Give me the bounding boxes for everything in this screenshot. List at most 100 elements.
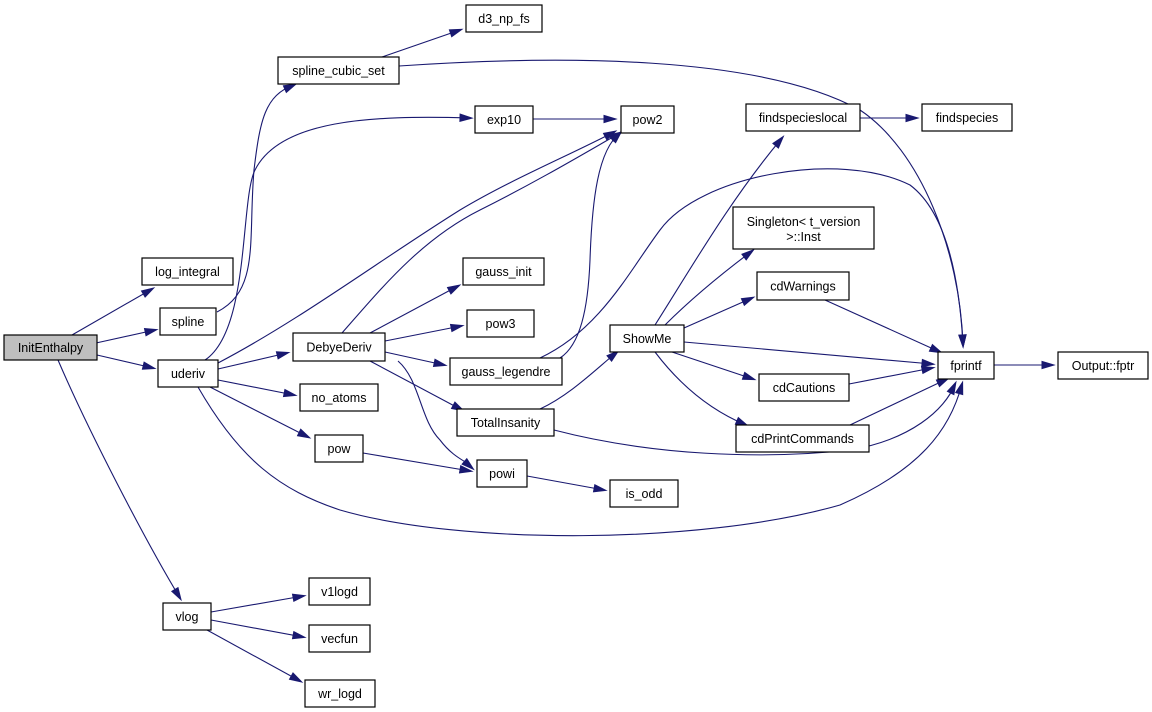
edge-gauss-legendre-to-fprintf <box>539 168 967 359</box>
edge-line <box>384 325 462 342</box>
edge-uderiv-to-exp10 <box>204 113 474 361</box>
arrowhead <box>603 114 618 124</box>
node-findspecieslocal[interactable]: findspecieslocal <box>745 103 861 132</box>
edge-line <box>398 59 964 346</box>
edge-line <box>209 386 309 438</box>
node-spline[interactable]: spline <box>159 307 217 336</box>
node-box <box>314 434 364 463</box>
edge-debyederiv-to-powi <box>397 360 475 471</box>
edge-vlog-to-v1logd <box>210 593 307 613</box>
node-box <box>3 334 98 361</box>
node-cdcautions[interactable]: cdCautions <box>758 373 850 402</box>
node-pow3[interactable]: pow3 <box>466 309 535 338</box>
node-box <box>735 424 870 453</box>
node-totalinsanity[interactable]: TotalInsanity <box>456 408 555 437</box>
node-log-integral[interactable]: log_integral <box>141 257 234 286</box>
node-fprintf[interactable]: fprintf <box>937 351 995 380</box>
node-box <box>921 103 1013 132</box>
arrowhead <box>448 28 464 38</box>
edge-line <box>654 137 783 326</box>
arrowhead <box>282 83 298 94</box>
edge-uderiv-to-pow <box>209 386 312 439</box>
node-box <box>462 257 545 286</box>
node-v1logd[interactable]: v1logd <box>308 577 371 606</box>
node-output-fptr[interactable]: Output::fptr <box>1057 351 1149 380</box>
node-is-odd[interactable]: is_odd <box>609 479 679 508</box>
edge-gauss-legendre-to-pow2 <box>559 130 623 359</box>
node-label: pow2 <box>633 113 663 127</box>
edge-line <box>848 367 933 385</box>
node-box <box>159 307 217 336</box>
edge-line <box>71 288 153 336</box>
node-d3-np-fs[interactable]: d3_np_fs <box>465 4 543 33</box>
arrowhead <box>458 465 474 474</box>
node-findspecies[interactable]: findspecies <box>921 103 1013 132</box>
edge-line <box>553 383 956 456</box>
node-label: exp10 <box>487 113 521 127</box>
node-gauss-init[interactable]: gauss_init <box>462 257 545 286</box>
node-vlog[interactable]: vlog <box>162 602 212 631</box>
node-showme[interactable]: ShowMe <box>609 324 685 353</box>
edge-spline-to-spline-cubic-set <box>216 83 298 313</box>
node-box <box>476 459 528 488</box>
node-label: cdPrintCommands <box>751 432 854 446</box>
node-box <box>157 359 219 388</box>
node-label: findspecieslocal <box>759 111 847 125</box>
node-label: findspecies <box>936 111 999 125</box>
node-no-atoms[interactable]: no_atoms <box>299 383 379 412</box>
arrowhead <box>592 483 608 493</box>
edge-line <box>671 351 754 380</box>
node-label: wr_logd <box>317 687 362 701</box>
edge-line <box>664 250 753 326</box>
node-label: vecfun <box>321 632 358 646</box>
node-label: gauss_legendre <box>462 365 551 379</box>
node-box <box>937 351 995 380</box>
node-pow[interactable]: pow <box>314 434 364 463</box>
node-wr-logd[interactable]: wr_logd <box>304 679 376 708</box>
node-singleton[interactable]: Singleton< t_version>::Inst <box>732 206 875 250</box>
edge-line <box>216 84 295 313</box>
node-powi[interactable]: powi <box>476 459 528 488</box>
node-cdprintcommands[interactable]: cdPrintCommands <box>735 424 870 453</box>
edge-uderiv-to-debyederiv <box>217 351 291 370</box>
edge-showme-to-findspecieslocal <box>654 135 785 326</box>
node-label: ShowMe <box>623 332 672 346</box>
node-label: Output::fptr <box>1072 359 1135 373</box>
node-label: pow3 <box>486 317 516 331</box>
node-box <box>299 383 379 412</box>
node-gauss-legendre[interactable]: gauss_legendre <box>449 357 563 386</box>
arrowhead <box>921 358 936 368</box>
edge-showme-to-cdwarnings <box>683 296 756 329</box>
node-exp10[interactable]: exp10 <box>474 105 534 134</box>
node-pow2[interactable]: pow2 <box>620 105 675 134</box>
arrowhead <box>1041 360 1056 370</box>
arrowhead <box>291 630 307 640</box>
edge-line <box>559 132 621 359</box>
edge-spline-cubic-set-to-fprintf <box>398 59 967 349</box>
node-uderiv[interactable]: uderiv <box>157 359 219 388</box>
node-label: cdWarnings <box>770 280 836 294</box>
node-label: log_integral <box>155 265 220 279</box>
arrowhead <box>954 380 964 396</box>
node-label: cdCautions <box>773 381 836 395</box>
node-debyederiv[interactable]: DebyeDeriv <box>292 332 386 362</box>
edge-showme-to-cdprintcommands <box>654 351 750 427</box>
edge-uderiv-to-pow2 <box>217 130 618 364</box>
arrowhead <box>905 113 920 123</box>
node-initenthalpy[interactable]: InitEnthalpy <box>3 334 98 361</box>
arrowhead <box>740 296 756 307</box>
node-box <box>308 577 371 606</box>
arrowhead <box>741 248 755 261</box>
node-label: Singleton< t_version>::Inst <box>747 215 861 244</box>
node-spline-cubic-set[interactable]: spline_cubic_set <box>277 56 400 85</box>
edge-debyederiv-to-gauss-init <box>369 284 462 334</box>
arrowhead <box>449 323 465 333</box>
arrowhead <box>291 593 307 603</box>
node-vecfun[interactable]: vecfun <box>308 624 371 653</box>
edge-line <box>683 297 753 329</box>
node-box <box>1057 351 1149 380</box>
node-cdwarnings[interactable]: cdWarnings <box>756 271 850 301</box>
node-label: powi <box>489 467 515 481</box>
edge-line <box>849 378 948 426</box>
node-label: spline_cubic_set <box>292 64 385 78</box>
